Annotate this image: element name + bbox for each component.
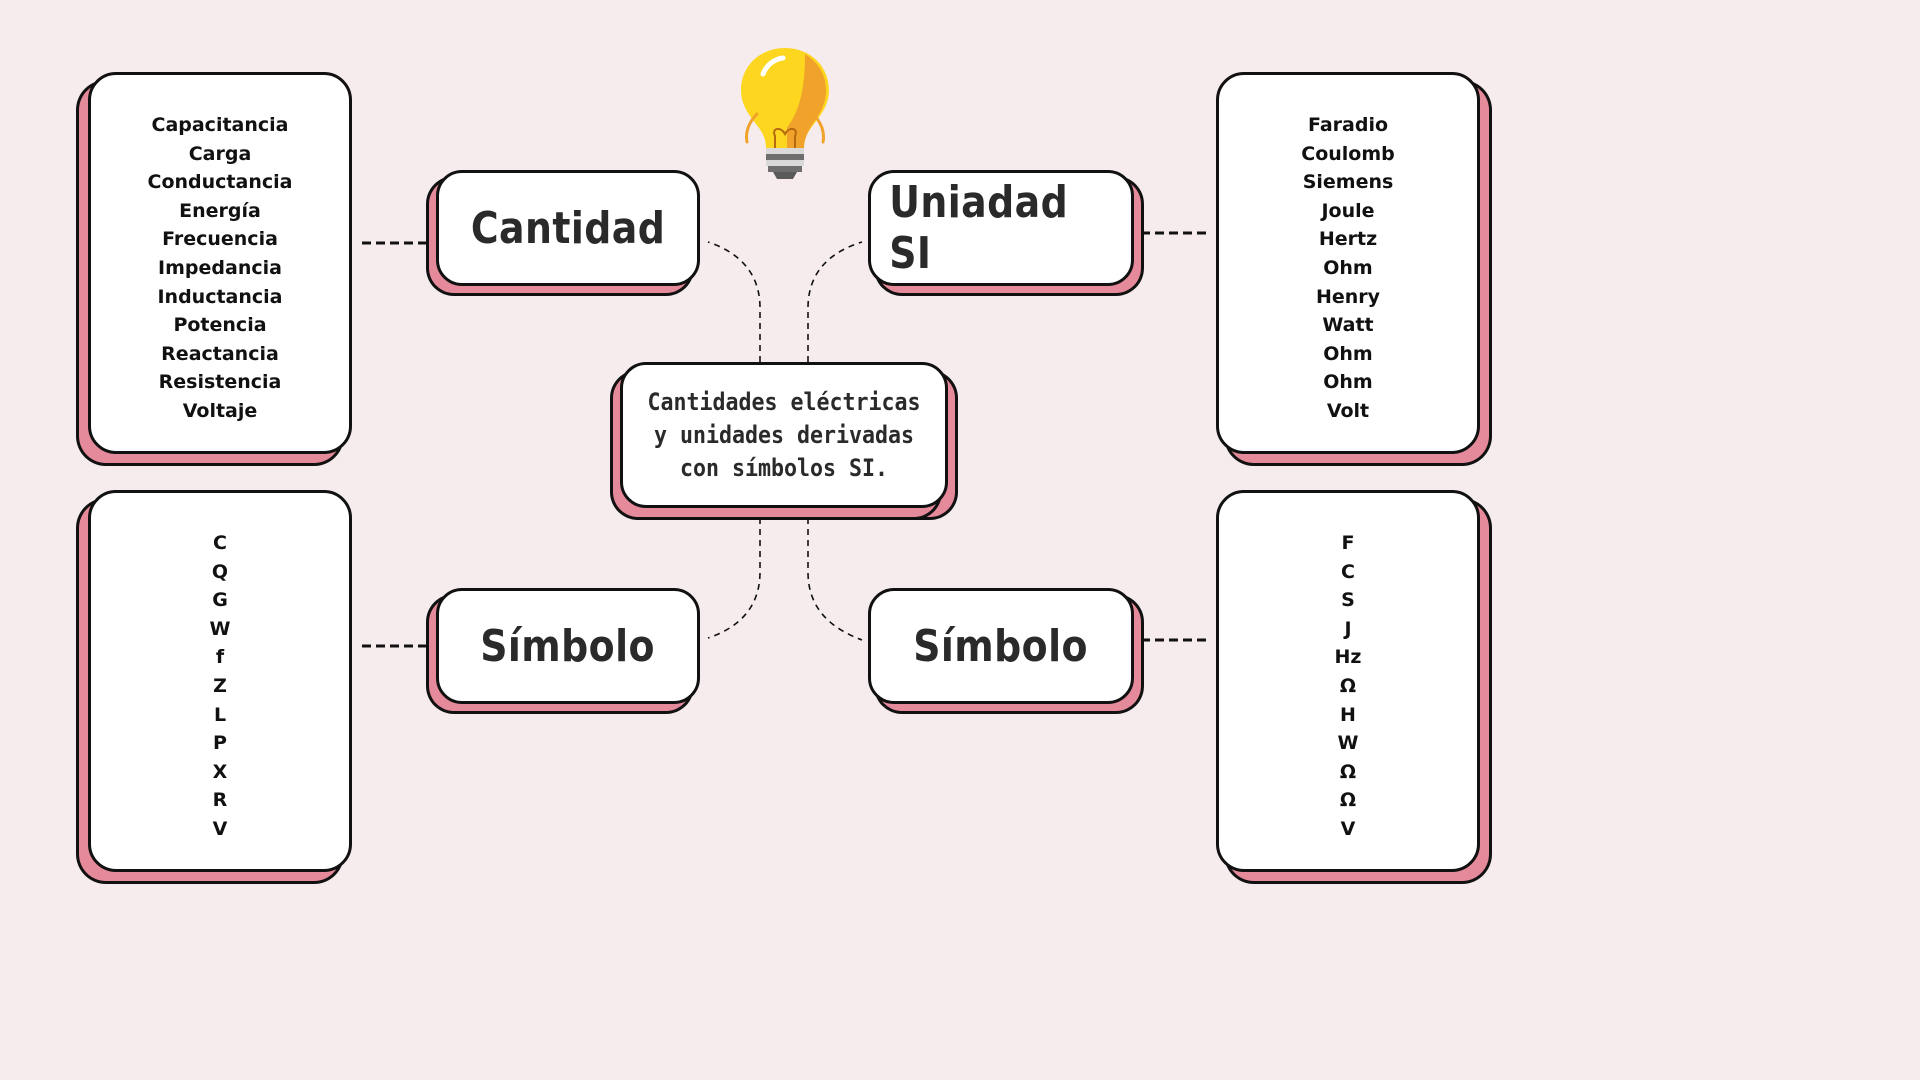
list-item: R: [212, 789, 228, 812]
list-item: Reactancia: [161, 342, 279, 365]
unit-list-card: Faradio Coulomb Siemens Joule Hertz Ohm …: [1216, 72, 1480, 454]
lightbulb-icon: [741, 48, 829, 179]
unit-symbol-header-label: Símbolo: [913, 620, 1089, 672]
quantity-list-card: Capacitancia Carga Conductancia Energía …: [88, 72, 352, 454]
list-item: W: [1337, 732, 1359, 755]
list-item: Volt: [1326, 399, 1370, 422]
quantity-symbol-header: Símbolo: [436, 588, 700, 704]
list-item: Siemens: [1302, 171, 1394, 194]
list-item: Henry: [1315, 285, 1381, 308]
quantity-list: Capacitancia Carga Conductancia Energía …: [91, 111, 349, 426]
list-item: Ω: [1339, 674, 1357, 697]
list-item: Ohm: [1323, 342, 1373, 365]
list-item: L: [213, 703, 227, 726]
list-item: Z: [213, 674, 227, 697]
list-item: Energía: [179, 199, 261, 222]
connector-lines: [362, 231, 1208, 648]
list-item: C: [1341, 560, 1355, 583]
unit-symbol-list: F C S J Hz Ω H W Ω Ω V: [1219, 529, 1477, 844]
unit-symbol-list-card: F C S J Hz Ω H W Ω Ω V: [1216, 490, 1480, 872]
list-item: S: [1341, 589, 1355, 612]
unit-header-label: Uniadad SI: [889, 177, 1069, 279]
list-item: V: [212, 817, 228, 840]
central-topic: Cantidades eléctricas y unidades derivad…: [620, 362, 948, 508]
list-item: W: [209, 617, 231, 640]
list-item: Inductancia: [157, 285, 283, 308]
unit-list: Faradio Coulomb Siemens Joule Hertz Ohm …: [1219, 111, 1477, 426]
list-item: Ω: [1339, 789, 1357, 812]
list-item: Ω: [1339, 760, 1357, 783]
list-item: Voltaje: [182, 399, 258, 422]
list-item: Conductancia: [147, 171, 293, 194]
list-item: Potencia: [173, 314, 267, 337]
list-item: Impedancia: [158, 256, 282, 279]
list-item: Ohm: [1323, 256, 1373, 279]
list-item: f: [215, 646, 225, 669]
list-item: Coulomb: [1301, 142, 1395, 165]
central-topic-title: Cantidades eléctricas y unidades derivad…: [647, 387, 921, 482]
list-item: Carga: [188, 142, 252, 165]
list-item: Frecuencia: [162, 228, 278, 251]
connector-center-unit: [807, 241, 863, 362]
list-item: Capacitancia: [151, 114, 289, 136]
quantity-symbol-list-card: C Q G W f Z L P X R V: [88, 490, 352, 872]
quantity-symbol-header-label: Símbolo: [480, 620, 656, 672]
connector-center-unit-symbol: [807, 518, 863, 641]
list-item: J: [1344, 617, 1352, 640]
list-item: X: [212, 760, 228, 783]
list-item: Ohm: [1323, 371, 1373, 394]
list-item: Hz: [1334, 646, 1362, 669]
quantity-header-label: Cantidad: [470, 202, 666, 254]
list-item: G: [212, 589, 228, 612]
list-item: Faradio: [1307, 114, 1389, 136]
list-item: P: [213, 732, 227, 755]
quantity-symbol-list: C Q G W f Z L P X R V: [91, 529, 349, 844]
unit-header: Uniadad SI: [868, 170, 1134, 286]
connector-center-quantity-symbol: [707, 518, 761, 639]
list-item: Resistencia: [158, 371, 282, 394]
connector-center-quantity: [707, 241, 761, 362]
list-item: V: [1340, 817, 1356, 840]
quantity-header: Cantidad: [436, 170, 700, 286]
list-item: H: [1340, 703, 1356, 726]
list-item: F: [1341, 532, 1355, 554]
list-item: Watt: [1322, 314, 1374, 337]
list-item: C: [213, 532, 227, 554]
list-item: Q: [211, 560, 229, 583]
list-item: Hertz: [1318, 228, 1378, 251]
unit-symbol-header: Símbolo: [868, 588, 1134, 704]
list-item: Joule: [1321, 199, 1375, 222]
